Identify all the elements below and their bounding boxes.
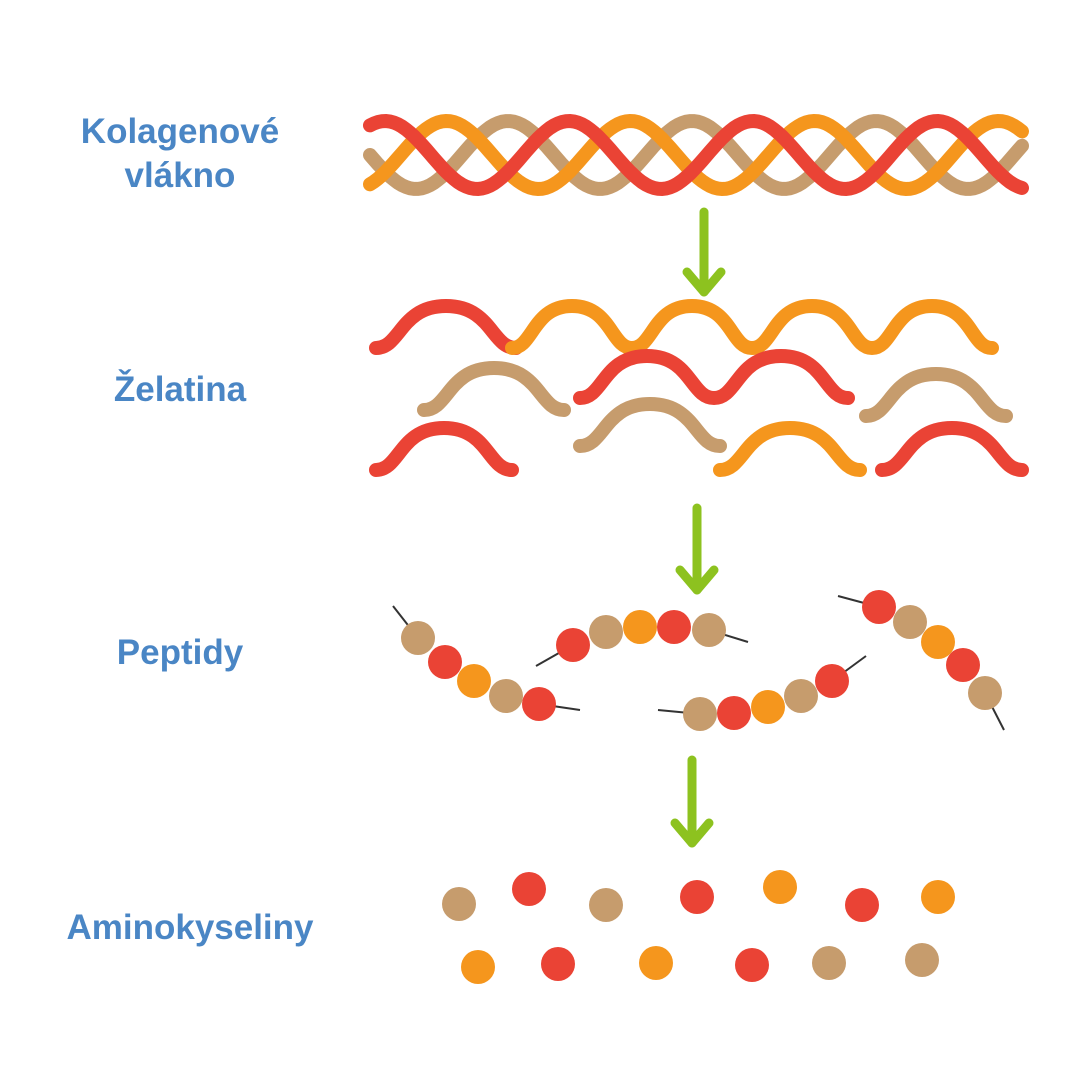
arrow-head (670, 818, 714, 848)
amino-acid-bead (968, 676, 1002, 710)
gelatin-strand (713, 420, 867, 477)
arrow-down-icon (670, 755, 714, 848)
arrows-group (670, 207, 726, 848)
gelatin-strand (369, 420, 519, 477)
amino-acid-dot (461, 950, 495, 984)
gelatin-strand (573, 396, 727, 453)
amino-acid-bead (717, 696, 751, 730)
amino-acid-bead (893, 605, 927, 639)
arrow-head (682, 267, 726, 297)
bead-chains-icon (392, 590, 1005, 731)
amino-acid-dot (763, 870, 797, 904)
stage-label-amino-acids: Aminokyseliny (30, 906, 350, 950)
amino-acid-dot (812, 946, 846, 980)
stage-label-peptides: Peptidy (40, 631, 320, 675)
gelatin-strand (505, 298, 999, 356)
amino-acid-bead (489, 679, 523, 713)
amino-acid-bead (815, 664, 849, 698)
amino-acid-bead (457, 664, 491, 698)
amino-acid-dot (905, 943, 939, 977)
amino-acid-bead (683, 697, 717, 731)
amino-acid-bead (522, 687, 556, 721)
amino-acid-bead (921, 625, 955, 659)
amino-acid-dot (512, 872, 546, 906)
amino-acid-bead (623, 610, 657, 644)
stage-label-line: Aminokyseliny (66, 908, 314, 947)
arrow-head (675, 565, 719, 595)
stage-label-gelatin: Želatina (40, 368, 320, 412)
amino-acid-bead (946, 648, 980, 682)
gelatin-strand (875, 420, 1029, 477)
helix-strand (363, 113, 1029, 197)
amino-acid-dot (442, 887, 476, 921)
dots-icon (442, 870, 955, 984)
amino-acid-dot (735, 948, 769, 982)
amino-acid-bead (401, 621, 435, 655)
amino-acid-dot (921, 880, 955, 914)
amino-acid-bead (692, 613, 726, 647)
stage-label-line: Kolagenové (80, 112, 280, 151)
stage-label-line: Peptidy (116, 633, 244, 672)
gelatin-strand (369, 298, 523, 355)
peptide-chain (535, 610, 749, 667)
stage-label-line: Želatina (113, 370, 247, 409)
amino-acid-bead (428, 645, 462, 679)
peptide-chain (657, 655, 867, 731)
gelatin-strand (417, 360, 571, 417)
peptide-chain (392, 605, 581, 721)
stage-label-line: vlákno (124, 156, 236, 195)
amino-acid-bead (657, 610, 691, 644)
peptide-chain (837, 590, 1005, 731)
amino-acid-dot (845, 888, 879, 922)
amino-acid-dot (680, 880, 714, 914)
amino-acid-dot (541, 947, 575, 981)
amino-acid-dot (589, 888, 623, 922)
amino-acid-bead (862, 590, 896, 624)
stage-label-collagen-fiber: Kolagenové vlákno (40, 110, 320, 198)
amino-acid-bead (751, 690, 785, 724)
arrow-down-icon (675, 503, 719, 595)
gelatin-strand (573, 348, 855, 406)
arrow-down-icon (682, 207, 726, 297)
amino-acid-bead (556, 628, 590, 662)
amino-acid-bead (589, 615, 623, 649)
triple-helix-icon (363, 113, 1029, 197)
gelatin-strand (859, 366, 1013, 423)
amino-acid-bead (784, 679, 818, 713)
amino-acid-dot (639, 946, 673, 980)
wavy-strands-icon (369, 298, 1029, 477)
